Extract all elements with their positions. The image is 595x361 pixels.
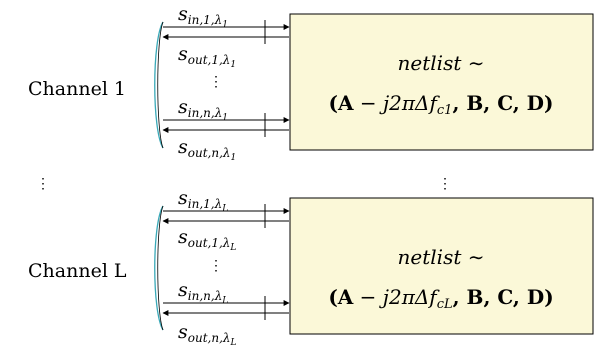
channel-L-signal-out-1: sout,1,λL	[178, 226, 236, 253]
channel-L-netlist-label: netlist ∼	[398, 245, 485, 269]
channel-1-signal-out-n: sout,n,λ1	[178, 136, 236, 163]
channel-1-signal-out-1: sout,1,λ1	[178, 43, 236, 70]
channel-1-group: Channel 1 sin,1,λ1 sout,1,λ1 ⋮ sin,n,λ1 …	[28, 3, 594, 163]
channel-1-bracket	[154, 21, 164, 149]
channel-1-netlist-equation: (A − j2πΔfc1, B, C, D)	[329, 91, 554, 118]
channel-L-label: Channel L	[28, 260, 127, 282]
channel-1-signal-in-1: sin,1,λ1	[178, 3, 228, 30]
channel-1-label: Channel 1	[28, 78, 126, 100]
channel-1-inner-ellipsis: ⋮	[209, 74, 223, 90]
channel-1-bracket-inner	[157, 21, 164, 149]
channel-L-bracket-inner	[157, 205, 164, 331]
channel-L-signal-in-1: sin,1,λL	[178, 187, 228, 214]
channel-L-netlist-equation: (A − j2πΔfcL, B, C, D)	[328, 285, 553, 312]
channel-1-netlist-label: netlist ∼	[398, 51, 485, 75]
channel-1-netlist-box	[289, 13, 594, 151]
channel-L-group: Channel L sin,1,λL sout,1,λL ⋮ sin,n,λL …	[28, 187, 594, 348]
channel-L-signal-out-n: sout,n,λL	[178, 321, 237, 348]
channel-L-inner-ellipsis: ⋮	[209, 258, 223, 274]
channel-L-bracket	[154, 205, 164, 331]
outer-ellipsis-right: ⋮	[438, 176, 452, 192]
channel-L-signal-in-n: sin,n,λL	[178, 279, 228, 306]
outer-ellipsis-left: ⋮	[36, 176, 50, 192]
channel-L-netlist-box	[289, 197, 594, 335]
channel-1-signal-in-n: sin,n,λ1	[178, 96, 228, 123]
